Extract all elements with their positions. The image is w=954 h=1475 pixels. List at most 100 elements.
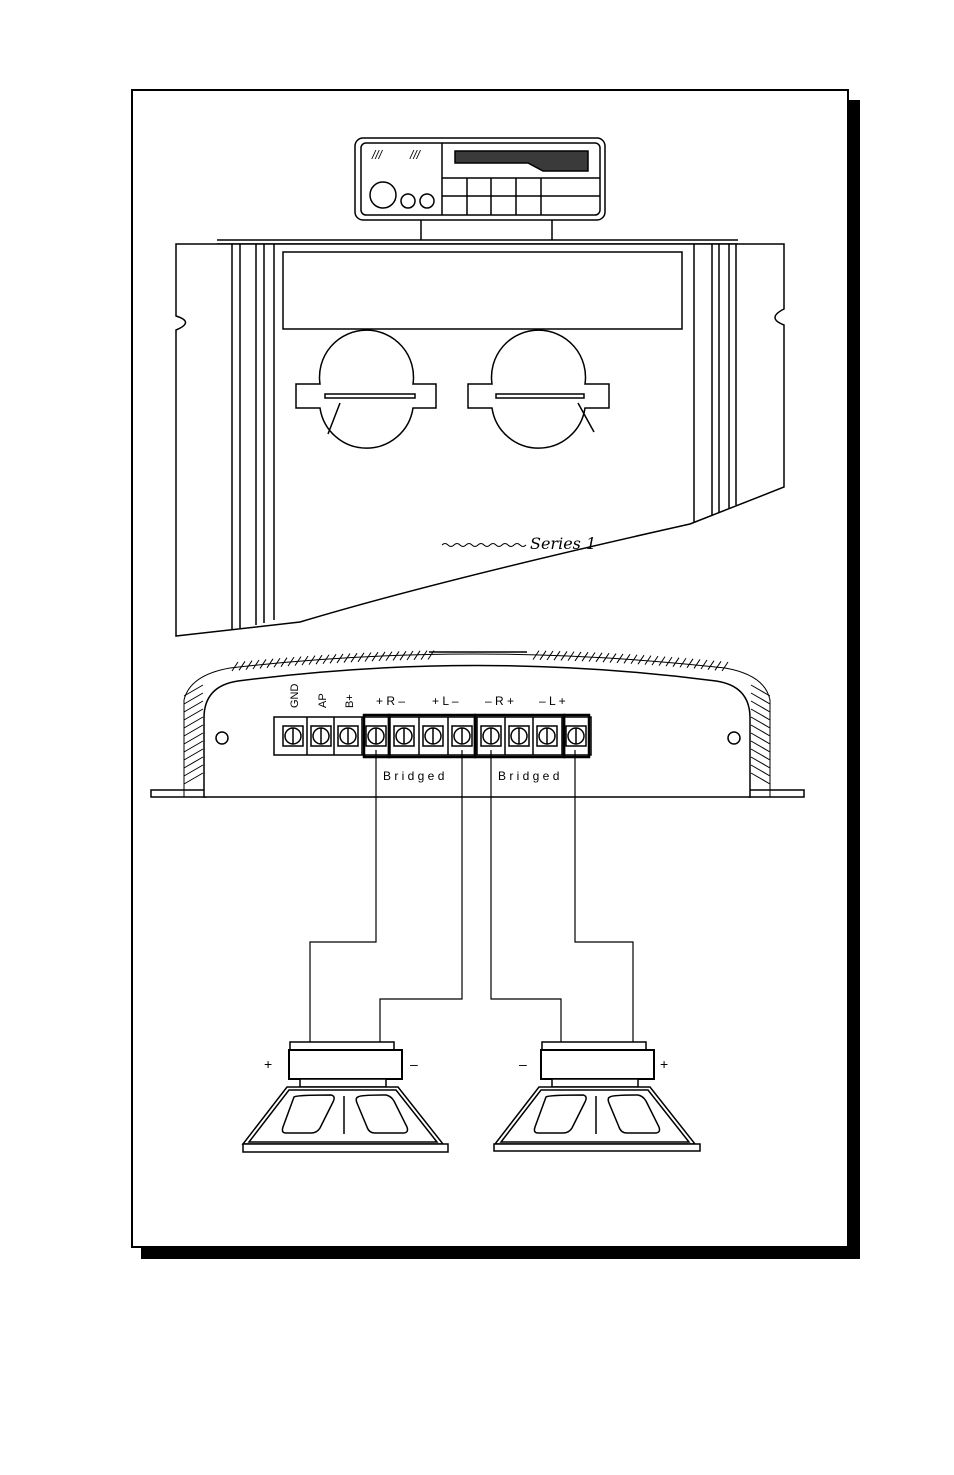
terminal-screw [337, 725, 359, 747]
heatsink-fin [308, 655, 316, 665]
heatsink-fin [357, 652, 365, 663]
heatsink-fin [231, 661, 239, 672]
heatsink-fin [329, 654, 337, 664]
heatsink-fin [392, 651, 400, 661]
head-unit [354, 137, 606, 240]
small-knob [400, 193, 416, 209]
heatsink-fin [707, 660, 715, 670]
heatsink-fin [750, 692, 771, 705]
wire-right-plus [574, 750, 634, 1042]
heatsink-fin [609, 653, 617, 663]
heatsink-fin [371, 651, 379, 662]
heatsink-fin [294, 656, 302, 666]
heatsink-fin [183, 772, 204, 785]
series-logo: Series 1 [530, 534, 596, 553]
wire-left-plus [309, 750, 377, 1042]
channel-label-right-rear: – R + [485, 694, 514, 708]
bridged-label-left: B r i d g e d [383, 769, 444, 783]
decal-mark: /// [371, 148, 384, 162]
heatsink-fin [427, 650, 435, 660]
heatsink-fin [532, 650, 540, 660]
heatsink-fin [750, 772, 771, 785]
speaker-left-plus-label: + [264, 1056, 272, 1072]
heatsink-fin [560, 651, 568, 661]
terminal-screw [565, 725, 587, 747]
terminal-screw [536, 725, 558, 747]
heatsink-fin [644, 655, 652, 665]
heatsink-fin [266, 658, 274, 669]
speaker-right [493, 1041, 701, 1152]
channel-label-left-rear: – L + [539, 694, 566, 708]
terminal-label-bplus: B+ [344, 694, 356, 708]
heatsink-fin [700, 659, 708, 670]
heatsink-fin [183, 684, 204, 697]
heatsink-fin [651, 655, 659, 666]
heatsink-fin [714, 661, 722, 671]
heatsink-fin [183, 732, 204, 745]
amplifier-end-view [150, 650, 805, 798]
heatsink-fin [399, 650, 407, 661]
heatsink-fin [350, 652, 358, 663]
heatsink-fin [679, 657, 687, 668]
heatsink-fin [238, 661, 246, 671]
gain-control-right [467, 329, 610, 449]
heatsink-fin [420, 650, 428, 660]
wire-right-minus [490, 750, 562, 1042]
heatsink-fin [750, 700, 771, 713]
heatsink-fin [183, 724, 204, 737]
heatsink-fin [364, 652, 372, 662]
heatsink-fin [315, 654, 323, 665]
heatsink-fin [750, 684, 771, 697]
terminal-screw [393, 725, 415, 747]
speaker-right-minus-label: – [519, 1056, 527, 1072]
heatsink-fin [750, 732, 771, 745]
heatsink-fin [343, 653, 351, 663]
heatsink-fin [574, 651, 582, 662]
heatsink-fin [245, 660, 253, 670]
small-knob [419, 193, 435, 209]
heatsink-fin [616, 653, 624, 664]
heatsink-fin [378, 651, 386, 662]
heatsink-fin [581, 651, 589, 662]
terminal-screw [508, 725, 530, 747]
heatsink-fin [750, 748, 771, 761]
heatsink-fin [322, 654, 330, 665]
heatsink-fin [686, 658, 694, 669]
heatsink-fin [183, 692, 204, 705]
volume-knob [369, 181, 397, 209]
amplifier-front [175, 239, 785, 637]
heatsink-fin [301, 655, 309, 666]
display-window [454, 150, 589, 172]
heatsink-fin [665, 656, 673, 667]
heatsink-fin [385, 651, 393, 661]
heatsink-fin [406, 650, 414, 661]
heatsink-fin [750, 740, 771, 753]
heatsink-fin [183, 748, 204, 761]
wire-left-minus [379, 750, 463, 1042]
heatsink-fin [553, 650, 561, 661]
heatsink-fin [336, 653, 344, 664]
speaker-left-minus-label: – [410, 1056, 418, 1072]
heatsink-fin [183, 740, 204, 753]
speaker-left [241, 1041, 449, 1153]
heatsink-fin [183, 764, 204, 777]
terminal-screw [422, 725, 444, 747]
heatsink-fin [588, 652, 596, 662]
heatsink-fin [637, 654, 645, 665]
heatsink-fin [630, 654, 638, 665]
heatsink-fin [567, 651, 575, 661]
heatsink-fin [273, 657, 281, 668]
terminal-screw [480, 725, 502, 747]
heatsink-fin [750, 708, 771, 721]
heatsink-fin [183, 708, 204, 721]
heatsink-fin [623, 654, 631, 664]
heatsink-fin [539, 650, 547, 661]
heatsink-fin [546, 650, 554, 661]
heatsink-fin [672, 657, 680, 667]
heatsink-fin [602, 652, 610, 663]
terminal-label-gnd: GND [289, 684, 301, 709]
terminal-block [273, 713, 592, 759]
heatsink-fin [750, 756, 771, 769]
channel-label-left-front: + L – [432, 694, 459, 708]
heatsink-fin [183, 700, 204, 713]
